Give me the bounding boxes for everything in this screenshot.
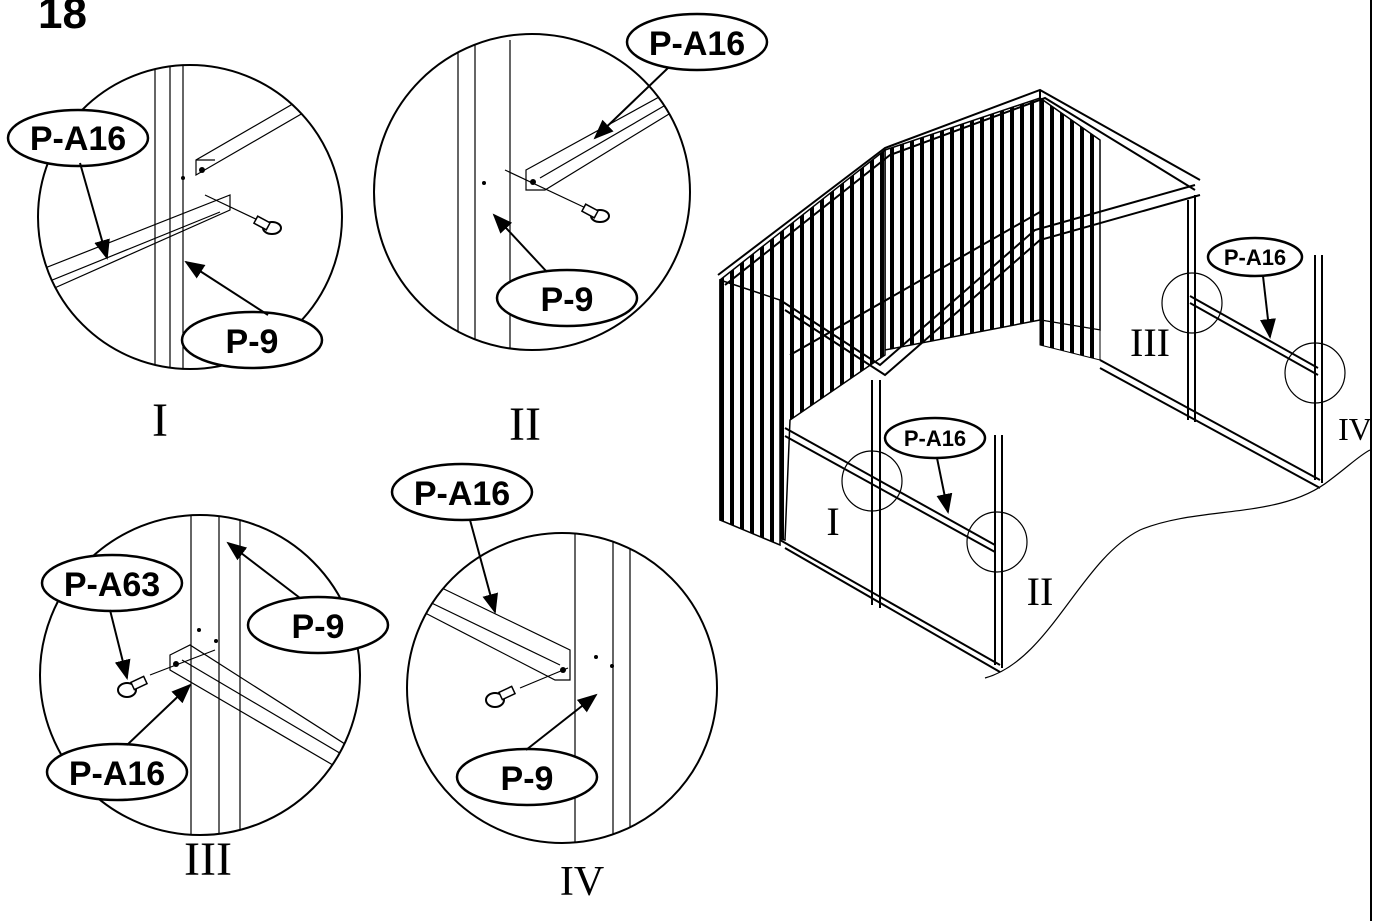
screw-icon bbox=[504, 169, 610, 223]
label-P-9-detail-III: P-9 bbox=[226, 541, 390, 655]
roman-label-III: III bbox=[184, 833, 232, 886]
overview-label-P-A16-front: P-A16 bbox=[883, 416, 987, 514]
svg-text:P-A16: P-A16 bbox=[30, 120, 126, 158]
svg-text:P-A16: P-A16 bbox=[414, 475, 510, 513]
screw-icon bbox=[204, 194, 282, 235]
overview-circle-I bbox=[841, 450, 903, 512]
overview-circle-IV bbox=[1284, 342, 1346, 404]
overview-circle-III bbox=[1161, 272, 1223, 334]
label-P-A16-detail-I: P-A16 bbox=[6, 108, 150, 260]
svg-text:P-9: P-9 bbox=[501, 760, 554, 798]
detail-circle-II bbox=[373, 33, 691, 351]
label-P-A16-detail-III: P-A16 bbox=[45, 683, 192, 802]
svg-text:P-A16: P-A16 bbox=[904, 426, 966, 451]
svg-text:P-9: P-9 bbox=[226, 323, 279, 361]
svg-text:P-A16: P-A16 bbox=[69, 755, 165, 793]
step-number: 18 bbox=[38, 0, 87, 38]
svg-text:P-A16: P-A16 bbox=[1224, 245, 1286, 270]
overview-marker-III: III bbox=[1130, 320, 1170, 365]
roman-label-II: II bbox=[509, 398, 541, 451]
svg-text:P-A16: P-A16 bbox=[649, 25, 745, 63]
svg-text:P-9: P-9 bbox=[541, 281, 594, 319]
overview-marker-IV: IV bbox=[1338, 411, 1372, 447]
label-P-A16-detail-IV: P-A16 bbox=[390, 462, 534, 614]
overview-marker-I: I bbox=[826, 499, 839, 544]
overview-circle-II bbox=[966, 511, 1028, 573]
label-P-9-detail-I: P-9 bbox=[180, 260, 324, 370]
overview-marker-II: II bbox=[1027, 569, 1054, 614]
label-P-9-detail-II: P-9 bbox=[492, 213, 639, 328]
roman-label-I: I bbox=[152, 394, 168, 447]
screw-icon bbox=[117, 649, 216, 698]
svg-text:P-A63: P-A63 bbox=[64, 566, 160, 604]
shed-overview bbox=[717, 88, 1371, 679]
label-P-A16-detail-II: P-A16 bbox=[593, 12, 769, 140]
roman-label-IV: IV bbox=[560, 859, 604, 905]
overview-label-P-A16-side: P-A16 bbox=[1206, 236, 1304, 339]
screw-icon bbox=[485, 667, 569, 708]
label-P-A63-detail-III: P-A63 bbox=[40, 553, 184, 680]
label-P-9-detail-IV: P-9 bbox=[455, 693, 599, 807]
svg-text:P-9: P-9 bbox=[292, 608, 345, 646]
